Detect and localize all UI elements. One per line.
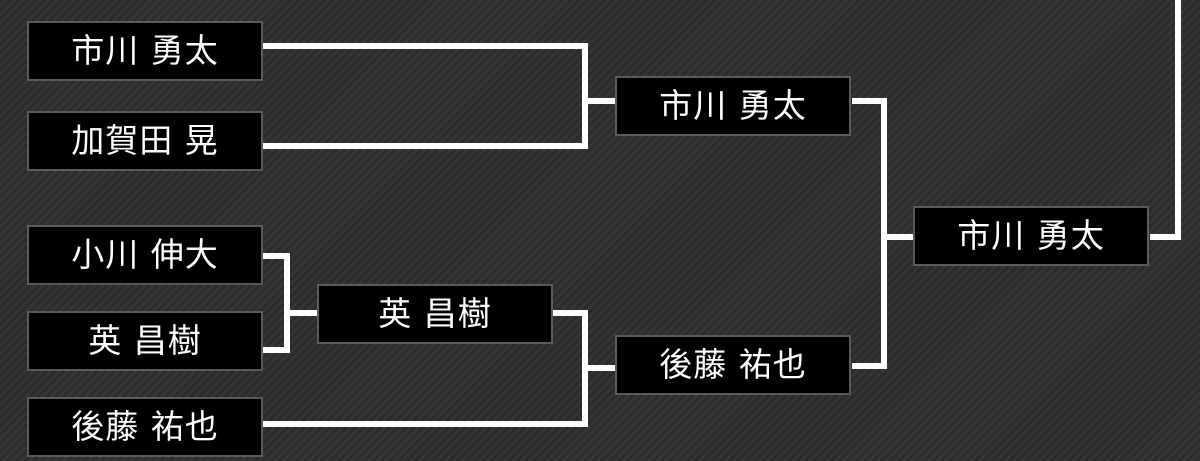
player-box-r1-3: 小川 伸大 xyxy=(27,225,263,285)
player-box-r1-5: 後藤 祐也 xyxy=(27,397,263,457)
connector-to-final xyxy=(1150,0,1181,240)
player-box-r1-2: 加賀田 晃 xyxy=(27,111,263,171)
player-box-r3-2: 後藤 祐也 xyxy=(615,335,851,395)
player-box-r4-1: 市川 勇太 xyxy=(913,206,1149,266)
connector-r1-middle-pair xyxy=(263,253,318,353)
player-box-r1-1: 市川 勇太 xyxy=(27,21,263,81)
connector-r3-pair xyxy=(852,98,914,369)
player-box-r2-1: 英 昌樹 xyxy=(317,284,553,344)
player-box-r1-4: 英 昌樹 xyxy=(27,311,263,371)
connector-r1-top-pair xyxy=(263,43,615,149)
connector-r2-to-r3 xyxy=(263,310,615,427)
player-box-r3-1: 市川 勇太 xyxy=(615,76,851,136)
